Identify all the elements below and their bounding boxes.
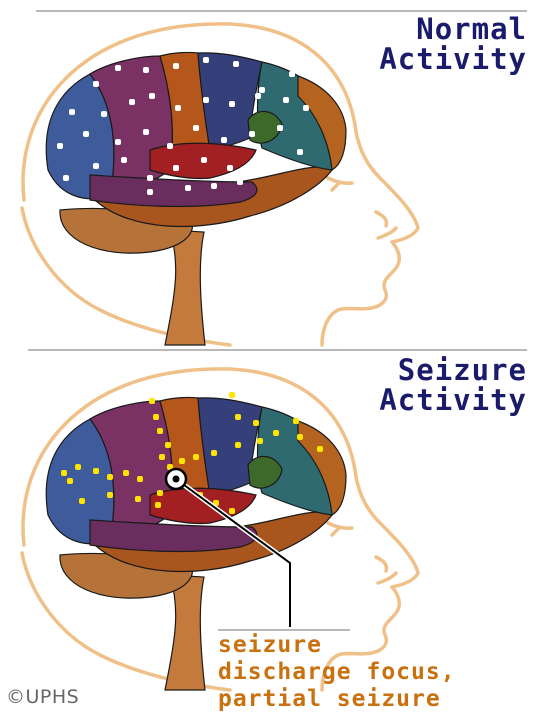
activity-dot xyxy=(179,458,185,464)
activity-dot xyxy=(293,418,299,424)
activity-dot xyxy=(157,428,163,434)
activity-dot xyxy=(255,93,261,99)
credit-text: UPHS xyxy=(26,686,80,708)
activity-dot xyxy=(277,125,283,131)
activity-dot xyxy=(93,81,99,87)
brain-normal xyxy=(46,52,346,345)
activity-dot xyxy=(257,438,263,444)
caption-line-3: partial seizure xyxy=(218,686,456,713)
activity-dot xyxy=(211,183,217,189)
activity-dot xyxy=(149,93,155,99)
activity-dot xyxy=(229,101,235,107)
panel-title-seizure-line-2: Activity xyxy=(379,385,527,415)
activity-dot xyxy=(69,109,75,115)
activity-dot xyxy=(229,508,235,514)
activity-dot xyxy=(201,157,207,163)
activity-dot xyxy=(121,157,127,163)
activity-dot xyxy=(173,63,179,69)
panel-normal-activity: Normal Activity xyxy=(0,0,539,345)
activity-dot xyxy=(123,470,129,476)
activity-dot xyxy=(185,185,191,191)
activity-dot xyxy=(227,165,233,171)
activity-dot xyxy=(193,454,199,460)
activity-dot xyxy=(153,414,159,420)
activity-dot xyxy=(273,430,279,436)
activity-dot xyxy=(317,446,323,452)
activity-dot xyxy=(61,470,67,476)
activity-dot xyxy=(173,165,179,171)
activity-dot xyxy=(101,111,107,117)
caption-line-1: seizure xyxy=(218,632,456,659)
activity-dot xyxy=(93,163,99,169)
seizure-focus-caption: seizure discharge focus, partial seizure xyxy=(218,632,456,713)
panel-title-normal: Normal Activity xyxy=(379,14,527,74)
activity-dot xyxy=(129,99,135,105)
activity-dot xyxy=(193,125,199,131)
activity-dot xyxy=(203,57,209,63)
activity-dot xyxy=(149,398,155,404)
caption-line-2: discharge focus, xyxy=(218,659,456,686)
activity-dot xyxy=(249,131,255,137)
activity-dot xyxy=(93,468,99,474)
activity-dot xyxy=(147,189,153,195)
activity-dot xyxy=(83,131,89,137)
activity-dot xyxy=(63,175,69,181)
activity-dot xyxy=(237,179,243,185)
caption-divider xyxy=(218,629,350,631)
activity-dot xyxy=(115,65,121,71)
activity-dot xyxy=(137,476,143,482)
panel-title-seizure: Seizure Activity xyxy=(379,355,527,415)
panel-title-normal-line-2: Activity xyxy=(379,44,527,74)
activity-dot xyxy=(135,496,141,502)
activity-dot xyxy=(165,442,171,448)
panel-title-seizure-line-1: Seizure xyxy=(379,355,527,385)
panel-title-normal-line-1: Normal xyxy=(379,14,527,44)
activity-dot xyxy=(253,171,259,177)
activity-dot xyxy=(221,137,227,143)
activity-dot xyxy=(203,97,209,103)
activity-dot xyxy=(297,434,303,440)
activity-dot xyxy=(253,420,259,426)
activity-dot xyxy=(79,498,85,504)
divider-seizure xyxy=(28,349,527,351)
focus-center xyxy=(173,476,180,483)
activity-dot xyxy=(229,392,235,398)
activity-dot xyxy=(303,105,309,111)
activity-dot xyxy=(167,143,173,149)
activity-dot xyxy=(155,502,161,508)
activity-dot xyxy=(143,129,149,135)
activity-dot xyxy=(211,450,217,456)
activity-dot xyxy=(143,67,149,73)
activity-dot xyxy=(57,143,63,149)
activity-dot xyxy=(115,139,121,145)
activity-dot xyxy=(235,442,241,448)
activity-dot xyxy=(159,454,165,460)
activity-dot xyxy=(147,175,153,181)
activity-dot xyxy=(67,478,73,484)
copyright-credit: ©UPHS xyxy=(6,686,79,708)
copyright-icon: © xyxy=(6,686,26,708)
activity-dot xyxy=(289,71,295,77)
activity-dot xyxy=(235,414,241,420)
activity-dot xyxy=(233,61,239,67)
activity-dot xyxy=(107,492,113,498)
activity-dot xyxy=(283,97,289,103)
activity-dot xyxy=(297,149,303,155)
activity-dot xyxy=(107,474,113,480)
activity-dot xyxy=(75,464,81,470)
activity-dot xyxy=(259,87,265,93)
activity-dot xyxy=(157,490,163,496)
activity-dot xyxy=(175,105,181,111)
